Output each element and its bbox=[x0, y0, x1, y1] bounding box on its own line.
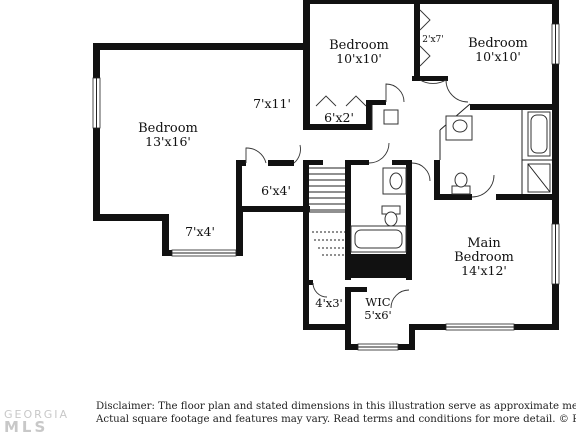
space-dims-6x4: 6'x4' bbox=[261, 183, 291, 198]
room-name-main-bedroom-line2: Bedroom bbox=[454, 250, 514, 265]
floor-plan-diagram: Bedroom 13'x16' Bedroom 10'x10' Bedroom … bbox=[92, 0, 560, 351]
toilet-bowl bbox=[384, 211, 398, 227]
door-swing bbox=[312, 282, 328, 298]
door-swing bbox=[368, 142, 390, 164]
door-swing bbox=[411, 162, 431, 182]
door-swing bbox=[390, 289, 410, 309]
staircase bbox=[309, 167, 345, 256]
space-dims-2x7: 2'x7' bbox=[422, 35, 443, 45]
doors bbox=[245, 9, 495, 309]
wall bbox=[268, 160, 294, 166]
wall bbox=[366, 100, 372, 130]
windows bbox=[92, 23, 560, 351]
wall bbox=[236, 163, 242, 212]
fixtures bbox=[350, 109, 551, 253]
room-name-wic: WIC bbox=[365, 295, 390, 309]
space-dims-7x11: 7'x11' bbox=[253, 96, 291, 111]
bifold-door bbox=[419, 9, 431, 67]
wall bbox=[93, 214, 165, 221]
sink bbox=[389, 172, 403, 190]
wall bbox=[93, 43, 309, 50]
disclaimer-line2: Actual square footage and features may v… bbox=[96, 414, 576, 425]
room-dims-main-bedroom: 14'x12' bbox=[461, 263, 507, 278]
disclaimer-text: Disclaimer: The floor plan and stated di… bbox=[96, 400, 576, 426]
wall bbox=[345, 290, 351, 330]
wall bbox=[303, 324, 351, 330]
mls-watermark: GEORGIA MLS bbox=[4, 408, 69, 432]
sink bbox=[452, 119, 468, 133]
room-dims-wic: 5'x6' bbox=[364, 308, 391, 322]
wall bbox=[412, 76, 448, 81]
wall bbox=[409, 324, 415, 350]
bathtub-basin bbox=[354, 229, 403, 249]
wall bbox=[552, 0, 559, 330]
door-swing bbox=[293, 144, 301, 164]
wall bbox=[303, 280, 313, 285]
room-name-main-bedroom-line1: Main bbox=[467, 236, 501, 251]
wall bbox=[303, 124, 371, 130]
wall bbox=[345, 160, 351, 280]
toilet-bowl bbox=[454, 172, 468, 188]
door-swing bbox=[445, 79, 469, 103]
wall bbox=[303, 160, 323, 165]
door-swing bbox=[385, 83, 405, 103]
wall bbox=[303, 160, 309, 330]
wall bbox=[496, 194, 559, 200]
wall bbox=[434, 194, 472, 200]
room-dims-bedroom-right: 10'x10' bbox=[475, 49, 521, 64]
bathtub-basin bbox=[530, 114, 548, 154]
wall bbox=[236, 160, 246, 166]
wall bbox=[162, 214, 169, 256]
wall bbox=[406, 160, 412, 280]
room-name-bedroom-left: Bedroom bbox=[138, 121, 198, 136]
space-dims-4x3: 4'x3' bbox=[315, 296, 342, 310]
bifold-door bbox=[315, 95, 367, 107]
room-dims-bedroom-left: 13'x16' bbox=[145, 134, 191, 149]
wall bbox=[366, 100, 386, 105]
door-swing bbox=[471, 174, 495, 198]
watermark-line1: GEORGIA bbox=[4, 408, 70, 421]
wall bbox=[93, 43, 100, 221]
watermark-line2: MLS bbox=[4, 418, 49, 432]
wall bbox=[303, 0, 310, 130]
door-swing bbox=[245, 147, 267, 164]
wall-shaft bbox=[349, 254, 409, 278]
room-labels: Bedroom 13'x16' Bedroom 10'x10' Bedroom … bbox=[138, 35, 528, 322]
wall bbox=[414, 0, 420, 80]
room-name-bedroom-mid: Bedroom bbox=[329, 38, 389, 53]
room-dims-bedroom-mid: 10'x10' bbox=[336, 51, 382, 66]
wall bbox=[303, 0, 559, 4]
wall bbox=[392, 160, 412, 165]
wall bbox=[345, 324, 351, 350]
wall bbox=[345, 287, 367, 292]
room-name-bedroom-right: Bedroom bbox=[468, 36, 528, 51]
wall bbox=[434, 160, 440, 198]
disclaimer-line1: Disclaimer: The floor plan and stated di… bbox=[96, 401, 576, 412]
space-dims-6x2: 6'x2' bbox=[324, 110, 354, 125]
water-heater bbox=[383, 109, 399, 125]
wall bbox=[470, 104, 559, 110]
wall bbox=[345, 160, 369, 165]
space-dims-7x4: 7'x4' bbox=[185, 224, 215, 239]
wall bbox=[236, 206, 243, 256]
wall bbox=[236, 206, 310, 212]
door-swing bbox=[419, 79, 447, 84]
